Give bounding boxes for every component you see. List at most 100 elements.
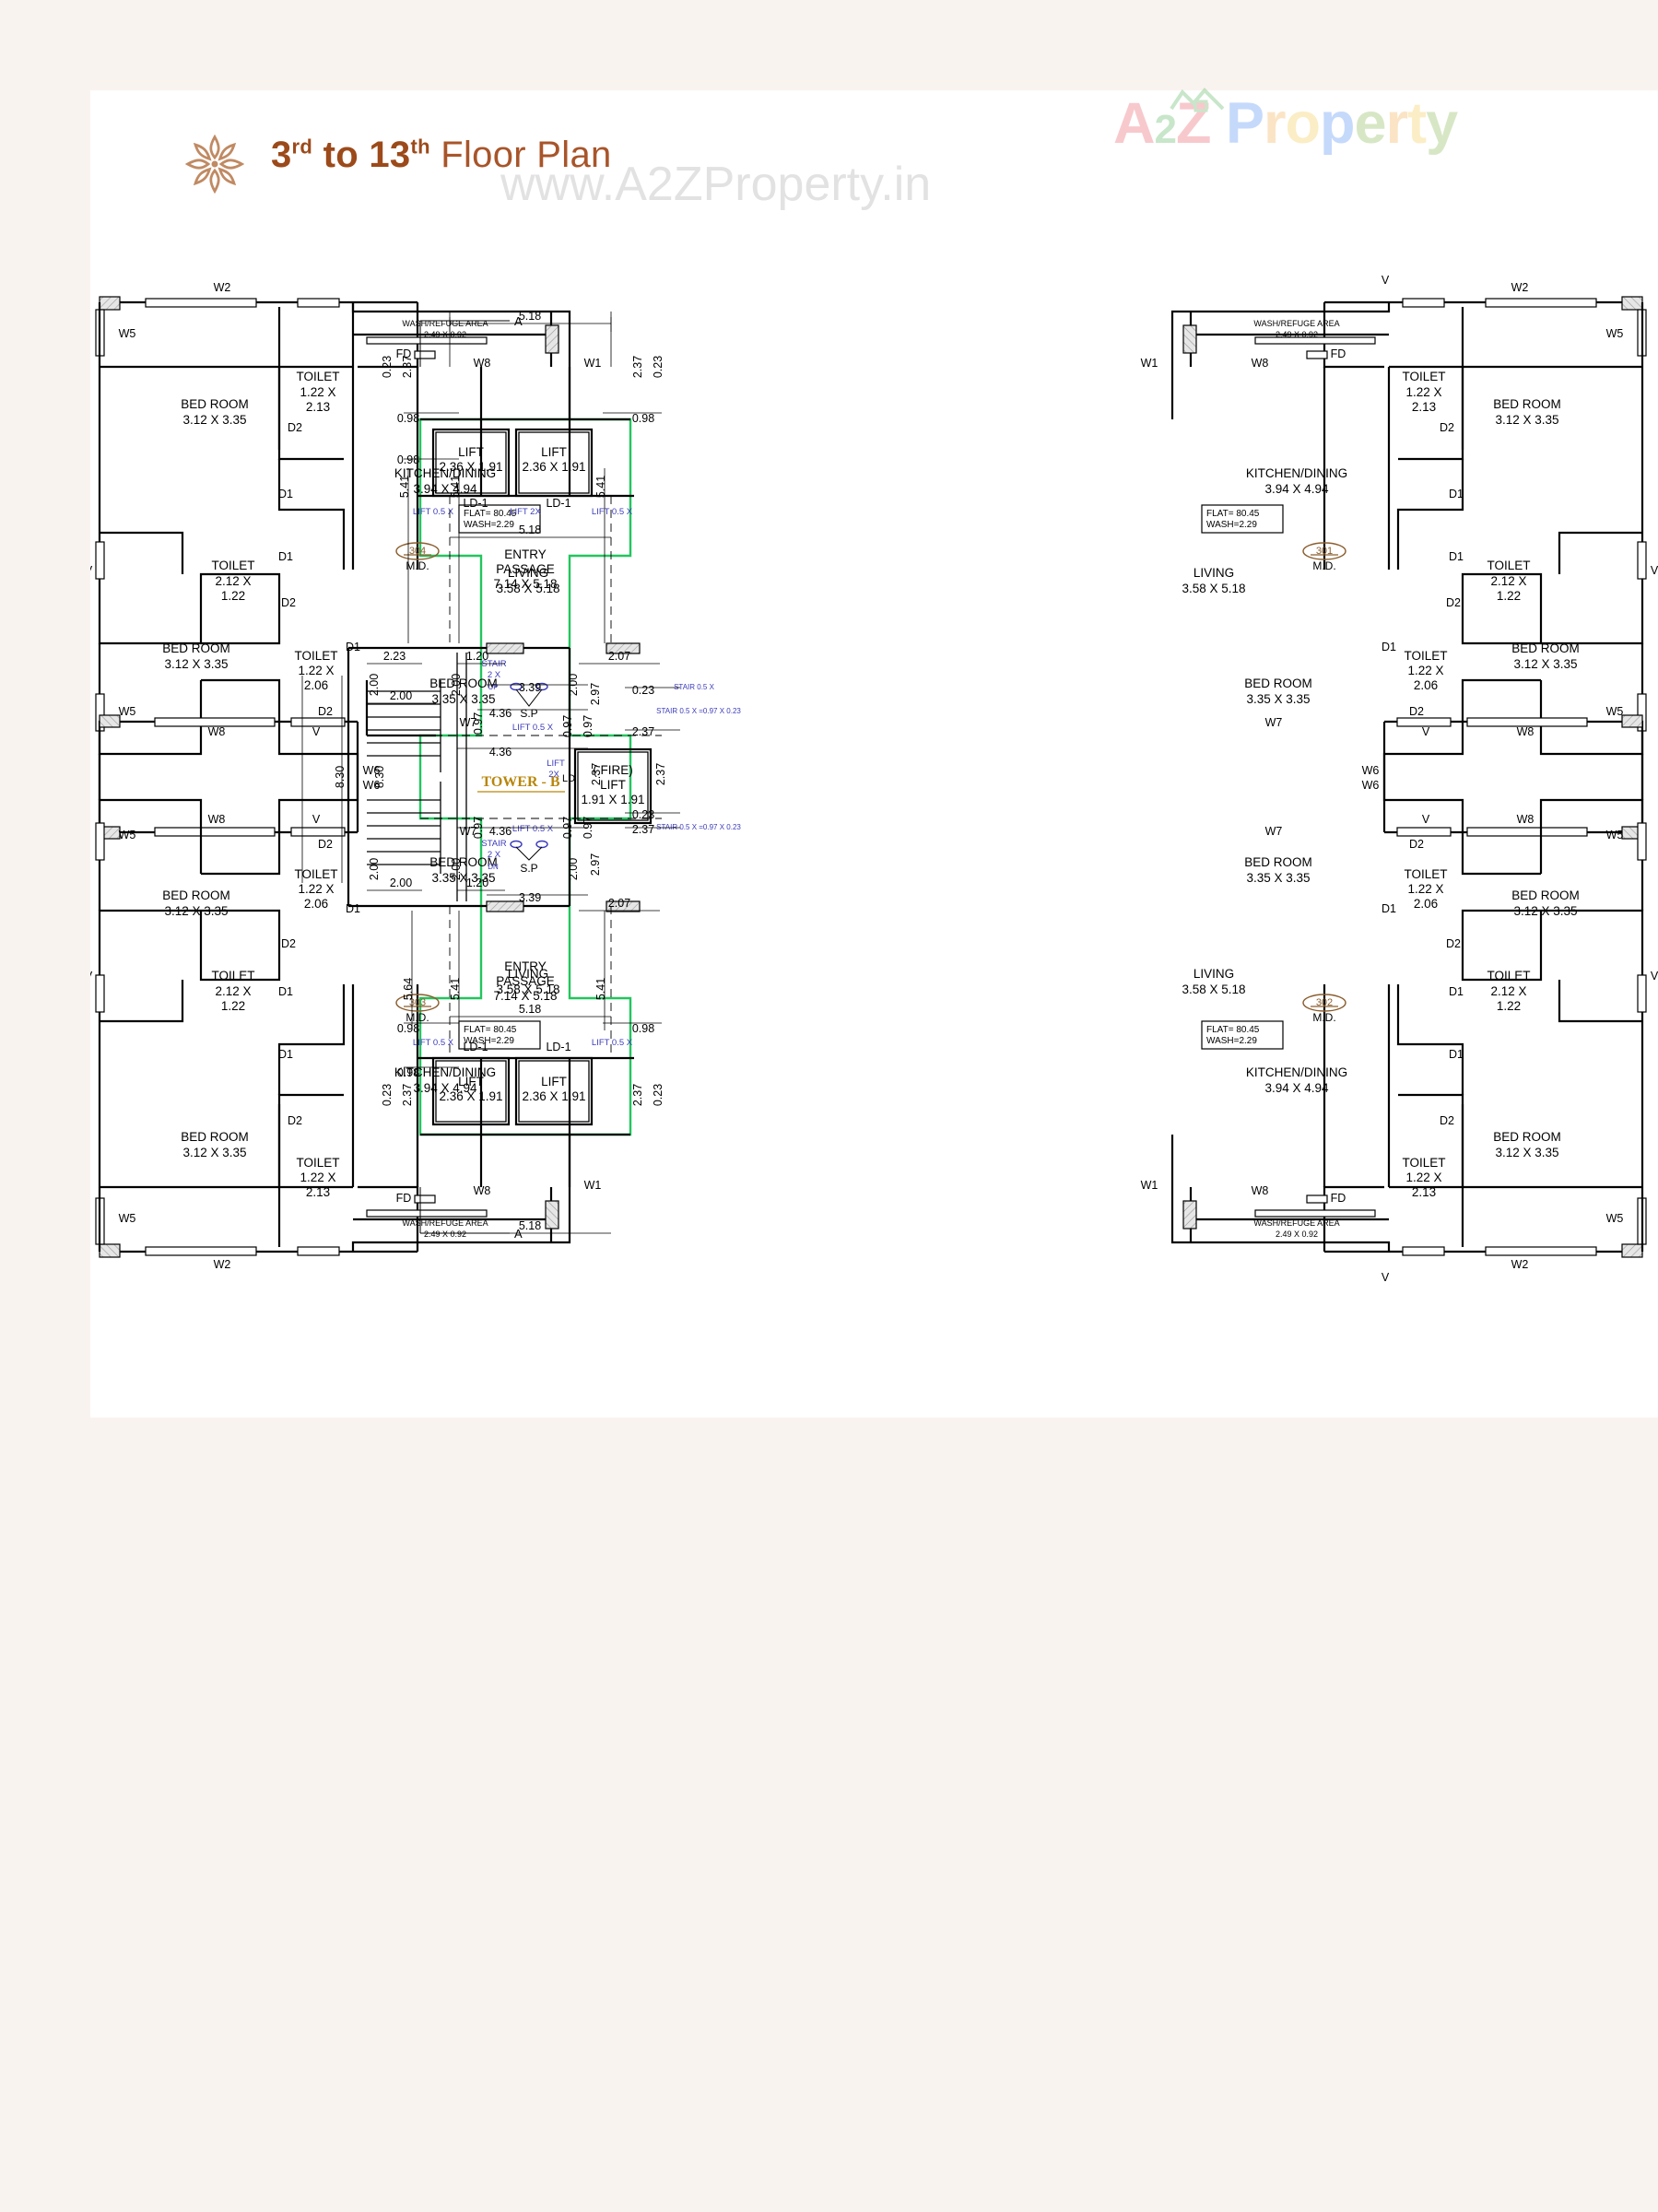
marker-w5-r2: W5	[1606, 705, 1624, 718]
annotation-lift-05x-tr: LIFT 0.5 X	[592, 507, 633, 517]
lift-label-br: LIFT	[541, 1075, 567, 1088]
room-toilet2-size1: 2.12 X	[215, 574, 251, 588]
annotation-stair-05x-only: STAIR 0.5 X	[674, 683, 715, 691]
room-wash-size-br: 2.49 X 0.92	[1276, 1230, 1318, 1239]
wash-area-value-303: WASH=2.29	[464, 1036, 514, 1046]
section-marker-a-bot: A	[514, 1227, 523, 1241]
unit-301-labels: W2 W5 BED ROOM 3.12 X 3.35 TOILET 1.22 X…	[1141, 274, 1658, 838]
wm-letter-z: Z	[1175, 91, 1211, 156]
title-sup-rd: rd	[291, 135, 313, 159]
flat-area-value-302: FLAT= 80.45	[1206, 1025, 1260, 1035]
room-toilet3-label-bl: TOILET	[294, 867, 337, 881]
room-toilet3-size1: 1.22 X	[298, 664, 334, 677]
marker-w1-br: W1	[1141, 1179, 1158, 1192]
lift-size-bl: 2.36 X 1.91	[439, 1089, 502, 1103]
wm-letter-r: r	[1264, 91, 1287, 156]
marker-d1-r3: D1	[1382, 641, 1396, 653]
lift-size-br: 2.36 X 1.91	[522, 1089, 585, 1103]
room-living-label-br: LIVING	[1194, 967, 1234, 981]
room-living-size-bl: 3.58 X 5.18	[496, 982, 559, 996]
marker-w7-bl: W7	[460, 716, 477, 729]
flat-area-box-303: FLAT= 80.45 WASH=2.29	[458, 1020, 541, 1050]
marker-w8-bl: W8	[474, 1184, 491, 1197]
stair-bottom	[367, 782, 441, 874]
lift-label-tr: LIFT	[541, 445, 567, 459]
room-wash-label-bl: WASH/REFUGE AREA	[402, 1218, 488, 1228]
dim-097-b: 0.97	[561, 715, 574, 737]
flat-area-value-301: FLAT= 80.45	[1206, 509, 1260, 519]
lift-top-left	[431, 428, 511, 498]
room-living-label: LIVING	[508, 566, 548, 580]
room-bedroom-label: BED ROOM	[181, 397, 249, 411]
marker-w8-r: W8	[1252, 357, 1269, 370]
dim-237-tl: 2.37	[401, 356, 414, 378]
room-toilet-label-bl: TOILET	[296, 1156, 339, 1170]
marker-v-br2: V	[1422, 725, 1430, 738]
marker-fd: FD	[396, 347, 412, 360]
marker-d2-r2: D2	[1446, 596, 1461, 609]
room-toilet2-size1-bl: 2.12 X	[215, 984, 251, 998]
dim-564-lb: 5.64	[402, 978, 415, 1000]
annotation-lift-05x-mid1: LIFT 0.5 X	[512, 723, 554, 733]
room-toilet2-label: TOILET	[211, 559, 254, 572]
unit-301	[1170, 296, 1647, 840]
marker-d1-br3: D1	[1382, 902, 1396, 915]
room-wash-label: WASH/REFUGE AREA	[402, 319, 488, 328]
annotation-lift-05x-mid2: LIFT 0.5 X	[512, 824, 554, 834]
annotation-stair-2x-bot: 2 X	[488, 850, 501, 860]
wm-letter-r2: r	[1385, 91, 1409, 156]
sp-symbol-top: S.P	[510, 682, 548, 720]
marker-d1-br: D1	[1449, 1048, 1464, 1061]
marker-d1-bl2: D1	[278, 985, 293, 998]
marker-w8-bl2: W8	[208, 725, 226, 738]
room-living-label-bl: LIVING	[508, 967, 548, 981]
marker-fd-br: FD	[1331, 1192, 1346, 1205]
marker-d2: D2	[288, 421, 302, 434]
marker-d2-br3: D2	[1409, 838, 1424, 851]
room-toilet3-size1-bl: 1.22 X	[298, 882, 334, 896]
marker-w5-bl: W5	[119, 1212, 136, 1225]
marker-w8: W8	[474, 357, 491, 370]
room-kitchen-size-br: 3.94 X 4.94	[1264, 1081, 1329, 1095]
dim-436-t2: 4.36	[489, 746, 512, 759]
entry-passage-l1: ENTRY	[504, 547, 547, 561]
marker-w1-bl: W1	[584, 1179, 602, 1192]
page-header: 3rd to 13th Floor Plan A2Z Property www.…	[90, 88, 1658, 219]
room-toilet3-size1-r: 1.22 X	[1407, 664, 1443, 677]
room-living-size: 3.58 X 5.18	[496, 582, 559, 595]
flat-md-label-301: M.D.	[1312, 559, 1335, 572]
flat-area-box-301: FLAT= 80.45 WASH=2.29	[1201, 504, 1284, 534]
wm-letter-e: e	[1354, 91, 1387, 156]
dim-339-t: 3.39	[519, 681, 541, 694]
marker-v-bl: V	[90, 970, 93, 982]
dim-223: 2.23	[383, 650, 406, 663]
room-toilet3-size1-br: 1.22 X	[1407, 882, 1443, 896]
wm-letter-p2: p	[1320, 91, 1355, 156]
marker-w7-br: W7	[1265, 716, 1283, 729]
watermark-url: www.A2ZProperty.in	[500, 158, 932, 211]
unit-302-labels: W2 W5 BED ROOM 3.12 X 3.35 TOILET 1.22 X…	[1141, 716, 1658, 1284]
dim-200-c: 2.00	[450, 674, 463, 696]
marker-w5-r: W5	[1606, 327, 1624, 340]
room-living-size-br: 3.58 X 5.18	[1182, 982, 1245, 996]
room-bedroom3-label-r: BED ROOM	[1244, 677, 1312, 690]
lift-top-right	[514, 428, 594, 498]
dim-098-tr: 0.98	[632, 412, 654, 425]
floor-plan-drawing: .wall{fill:none;stroke:#000;stroke-width…	[90, 90, 1658, 1418]
plan-card: 3rd to 13th Floor Plan A2Z Property www.…	[90, 88, 1658, 1418]
annotation-stair-2x-top: 2 X	[488, 670, 501, 680]
room-toilet-size2-r: 2.13	[1412, 400, 1436, 414]
marker-w6-bl: W6	[363, 764, 381, 777]
annotation-up: UP	[488, 683, 498, 691]
marker-ld-fire: LD	[562, 773, 575, 784]
marker-v: V	[90, 564, 93, 577]
room-kitchen-label: KITCHEN/DINING	[394, 466, 496, 480]
flat-tag-302: 302 M.D.	[1302, 994, 1346, 1024]
room-toilet-size1-bl: 1.22 X	[300, 1171, 335, 1184]
unit-303-labels: W2 W5 BED ROOM 3.12 X 3.35 TOILET 1.22 X…	[90, 716, 601, 1271]
dim-541-c: 5.41	[449, 476, 462, 498]
marker-d1-bl: D1	[278, 1048, 293, 1061]
title-mid: to 13	[312, 135, 411, 175]
marker-ld1-br: LD-1	[546, 1041, 570, 1053]
marker-ld1-bl: LD-1	[463, 1041, 488, 1053]
